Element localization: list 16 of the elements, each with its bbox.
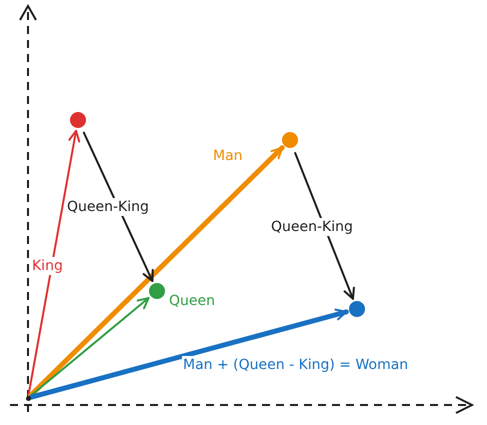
edge-label: King — [31, 257, 64, 275]
origin-point — [26, 396, 30, 400]
point-dot — [70, 112, 86, 128]
edge-label: Queen — [168, 292, 216, 310]
arrow — [28, 308, 349, 400]
point-dot — [282, 132, 298, 148]
point-dot — [349, 301, 365, 317]
arrow — [82, 132, 154, 282]
edge-label: Queen-King — [270, 218, 354, 236]
edge-label: Man + (Queen - King) = Woman — [182, 356, 410, 374]
arrow — [28, 130, 80, 396]
arrow — [28, 145, 285, 398]
point-dot — [149, 283, 165, 299]
edge-label: Queen-King — [66, 198, 150, 216]
arrow — [30, 297, 150, 397]
arrow — [294, 152, 355, 300]
